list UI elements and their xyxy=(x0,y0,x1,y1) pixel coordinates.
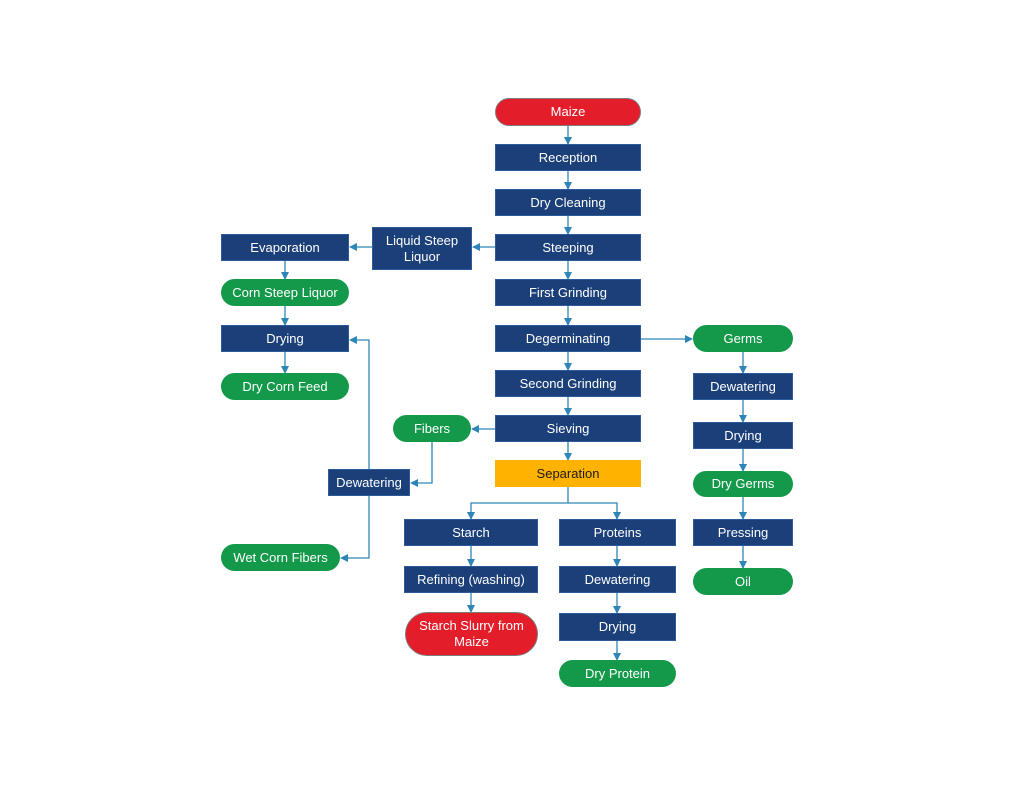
node-maize: Maize xyxy=(495,98,641,126)
node-separation: Separation xyxy=(495,460,641,487)
node-dewatering-germs: Dewatering xyxy=(693,373,793,400)
node-germs: Germs xyxy=(693,325,793,352)
node-drying-feed: Drying xyxy=(221,325,349,352)
node-sieving: Sieving xyxy=(495,415,641,442)
node-pressing: Pressing xyxy=(693,519,793,546)
node-dewatering-proteins: Dewatering xyxy=(559,566,676,593)
arrow-dewatering-wet-corn-fibers xyxy=(340,496,370,562)
arrow-fibers-dewatering xyxy=(410,442,433,487)
node-first-grinding: First Grinding xyxy=(495,279,641,306)
node-starch: Starch xyxy=(404,519,538,546)
node-fibers: Fibers xyxy=(393,415,471,442)
node-evaporation: Evaporation xyxy=(221,234,349,261)
arrow-separation-proteins xyxy=(568,502,621,520)
node-dry-cleaning: Dry Cleaning xyxy=(495,189,641,216)
node-liquid-steep-liquor: Liquid Steep Liquor xyxy=(372,227,472,270)
node-dry-protein: Dry Protein xyxy=(559,660,676,687)
node-steeping: Steeping xyxy=(495,234,641,261)
node-wet-corn-fibers: Wet Corn Fibers xyxy=(221,544,340,571)
node-second-grinding: Second Grinding xyxy=(495,370,641,397)
node-corn-steep-liquor: Corn Steep Liquor xyxy=(221,279,349,306)
node-starch-slurry: Starch Slurry from Maize xyxy=(405,612,538,656)
node-drying-germs: Drying xyxy=(693,422,793,449)
node-drying-proteins: Drying xyxy=(559,613,676,641)
arrow-separation-starch xyxy=(467,487,569,520)
node-refining: Refining (washing) xyxy=(404,566,538,593)
node-dewatering-fibers: Dewatering xyxy=(328,469,410,496)
node-proteins: Proteins xyxy=(559,519,676,546)
node-dry-germs: Dry Germs xyxy=(693,471,793,497)
arrow-dewatering-drying-feed xyxy=(349,336,370,469)
node-reception: Reception xyxy=(495,144,641,171)
node-oil: Oil xyxy=(693,568,793,595)
node-dry-corn-feed: Dry Corn Feed xyxy=(221,373,349,400)
node-degerminating: Degerminating xyxy=(495,325,641,352)
